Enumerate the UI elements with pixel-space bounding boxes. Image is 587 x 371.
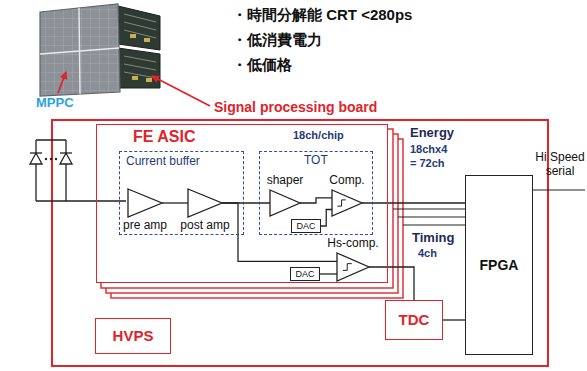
channel-count: = 72ch bbox=[410, 157, 445, 170]
dac-box: DAC bbox=[290, 267, 319, 281]
node-label: post amp bbox=[180, 219, 229, 233]
signal-wire bbox=[300, 198, 332, 203]
signal-name: Energy bbox=[410, 126, 454, 141]
triangle-outline bbox=[188, 189, 222, 217]
current-buffer-block: Current buffer pre amp post amp bbox=[119, 151, 244, 235]
part-name: Signal processing board bbox=[214, 99, 377, 115]
feature-note: ・低消費電力 bbox=[232, 31, 322, 48]
detector-module bbox=[40, 4, 160, 96]
channel-count: 18chx4 bbox=[410, 143, 447, 156]
signal-wire bbox=[321, 210, 333, 227]
node-label: Comp. bbox=[329, 174, 364, 188]
triangle-outline bbox=[332, 190, 362, 216]
signal-bus bbox=[393, 190, 585, 225]
signal-wire bbox=[362, 202, 465, 203]
channel-count: 4ch bbox=[418, 247, 437, 260]
node-label: TOT bbox=[304, 154, 328, 168]
signal-wire bbox=[320, 273, 338, 274]
signal-wire bbox=[369, 267, 414, 300]
feature-note: ・時間分解能 CRT <280ps bbox=[232, 6, 412, 23]
node-label: HVPS bbox=[113, 327, 154, 344]
tdc-box: TDC bbox=[385, 300, 443, 340]
asic-chip: FE ASIC 18ch/chipCurrent buffer pre amp pos… bbox=[96, 124, 388, 283]
triangle-outline bbox=[128, 189, 162, 217]
mppc-diodes bbox=[30, 140, 126, 201]
node-label: DAC bbox=[295, 269, 314, 279]
node-label: Hs-comp. bbox=[327, 237, 378, 251]
node-label: Current buffer bbox=[126, 155, 200, 169]
dac-box: DAC bbox=[291, 219, 320, 233]
node-label: shaper bbox=[267, 174, 304, 188]
comparator-symbol: Comp. bbox=[332, 190, 362, 216]
signal-wire bbox=[222, 203, 337, 261]
amplifier-symbol: post amp bbox=[188, 189, 222, 217]
signal-name: Timing bbox=[412, 231, 454, 246]
fpga-box: FPGA bbox=[465, 175, 533, 355]
triangle-outline bbox=[337, 253, 369, 281]
part-name: MPPC bbox=[36, 96, 74, 111]
node-label: FE ASIC bbox=[133, 128, 196, 146]
comparator-symbol: Hs-comp. bbox=[337, 253, 369, 281]
feature-note: ・低価格 bbox=[232, 56, 292, 73]
hvps-box: HVPS bbox=[95, 318, 171, 354]
tot-block: TOTshaperDACComp. bbox=[259, 151, 373, 235]
node-note: 18ch/chip bbox=[293, 129, 344, 142]
signal-name: Hi Speed serial bbox=[534, 150, 586, 179]
asic-stack bbox=[96, 124, 403, 298]
node-label: DAC bbox=[296, 221, 315, 231]
leader-arrow bbox=[58, 72, 66, 93]
ellipsis-dots bbox=[45, 158, 57, 160]
leader-arrow bbox=[152, 76, 210, 106]
node-label: TDC bbox=[399, 311, 430, 328]
signal-wire bbox=[162, 202, 188, 203]
signal-wire bbox=[443, 319, 465, 320]
amplifier-symbol: pre amp bbox=[128, 189, 162, 217]
board-outline bbox=[52, 120, 548, 366]
node-label: pre amp bbox=[123, 219, 167, 233]
shaper-symbol: shaper bbox=[270, 190, 300, 216]
node-label: FPGA bbox=[480, 257, 519, 273]
triangle-outline bbox=[270, 190, 300, 216]
